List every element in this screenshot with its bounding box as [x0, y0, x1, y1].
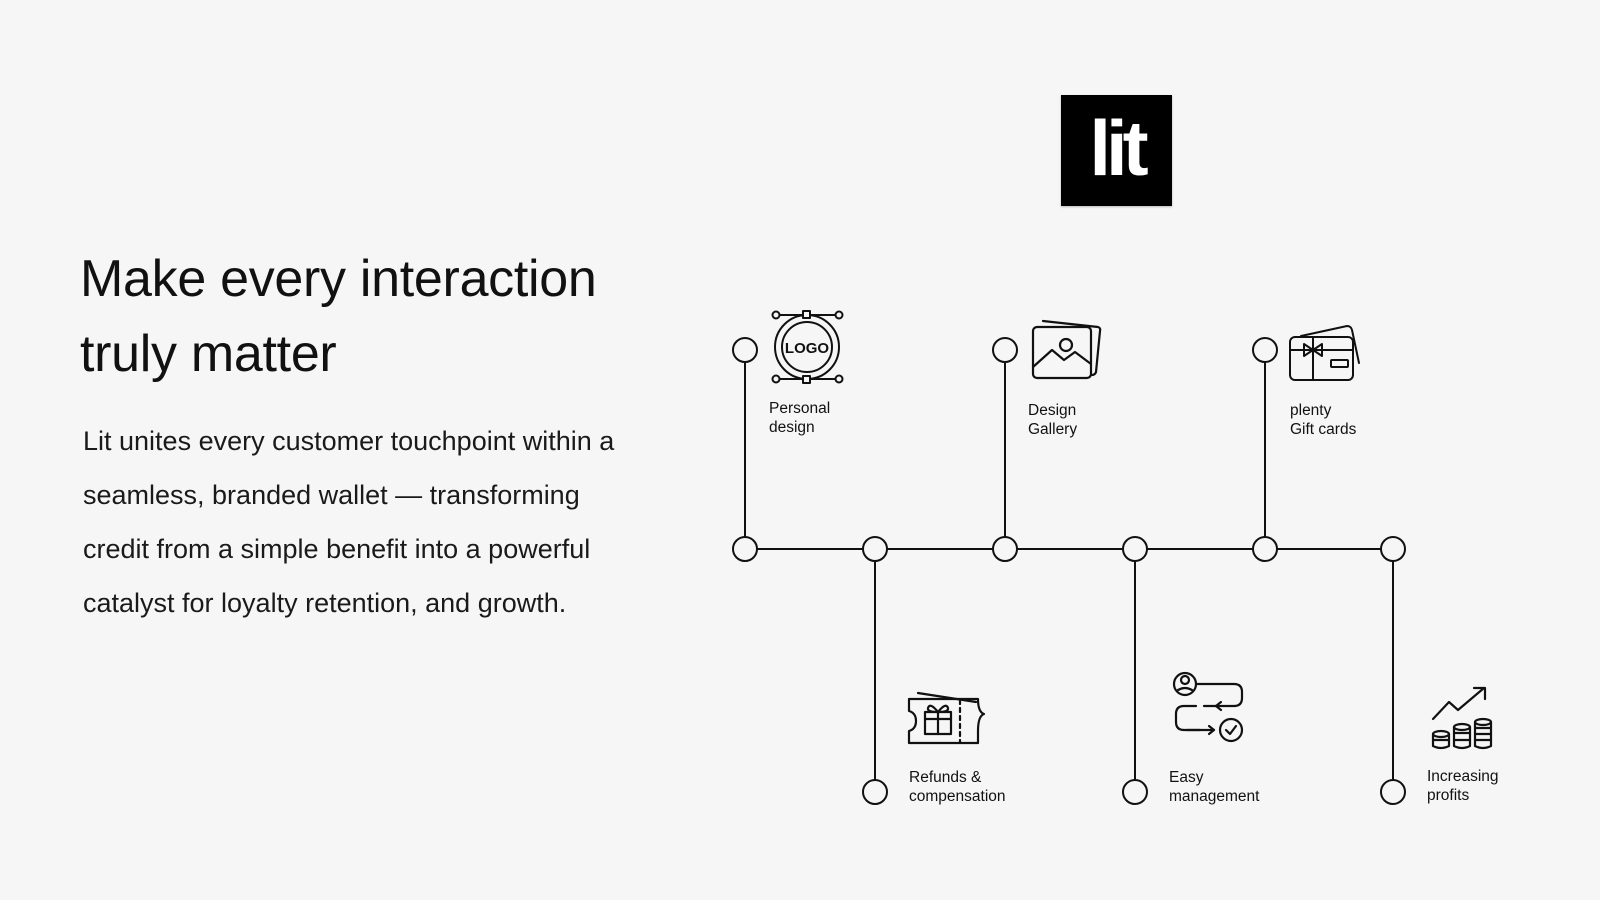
logo-icon-text: LOGO — [785, 340, 829, 357]
label-line: Gallery — [1028, 420, 1078, 438]
logo-text: lit — [1089, 103, 1148, 192]
label-line: design — [769, 418, 815, 436]
label-line: Personal — [769, 400, 831, 417]
node-axis-1 — [732, 536, 758, 562]
profit-growth-icon — [1431, 686, 1493, 750]
node-top-personal-design — [732, 337, 758, 363]
hero-description: Lit unites every customer touchpoint wit… — [83, 426, 615, 618]
label-personal-design: Personal design — [769, 400, 830, 437]
logo-design-icon: LOGO — [771, 310, 844, 384]
label-line: Refunds & — [909, 769, 982, 786]
label-line: plenty — [1290, 402, 1332, 419]
node-top-gift-cards — [1252, 337, 1278, 363]
node-bottom-increasing-profits — [1380, 779, 1406, 805]
label-easy-management: Easy management — [1169, 769, 1259, 806]
headline-line-1: Make every interaction — [80, 250, 597, 308]
workflow-icon — [1172, 671, 1244, 743]
node-axis-5 — [1252, 536, 1278, 562]
node-bottom-easy-management — [1122, 779, 1148, 805]
lit-logo: lit — [1061, 95, 1172, 206]
node-axis-4 — [1122, 536, 1148, 562]
headline-line-2: truly matter — [80, 325, 337, 383]
node-top-design-gallery — [992, 337, 1018, 363]
label-line: Gift cards — [1290, 420, 1357, 438]
label-line: Increasing — [1427, 768, 1499, 785]
label-design-gallery: Design Gallery — [1028, 402, 1077, 439]
image-gallery-icon — [1031, 319, 1102, 380]
label-line: management — [1169, 787, 1260, 805]
label-gift-cards: plenty Gift cards — [1290, 402, 1356, 439]
label-line: compensation — [909, 787, 1006, 805]
node-axis-3 — [992, 536, 1018, 562]
gift-voucher-icon — [907, 691, 986, 745]
label-line: Easy — [1169, 769, 1204, 786]
label-line: Design — [1028, 402, 1077, 419]
label-refunds: Refunds & compensation — [909, 769, 1006, 806]
node-axis-6 — [1380, 536, 1406, 562]
node-bottom-refunds — [862, 779, 888, 805]
headline: Make every interaction truly matter — [80, 242, 597, 392]
label-increasing-profits: Increasing profits — [1427, 768, 1499, 805]
label-line: profits — [1427, 786, 1470, 804]
gift-card-icon — [1289, 325, 1360, 381]
node-axis-2 — [862, 536, 888, 562]
